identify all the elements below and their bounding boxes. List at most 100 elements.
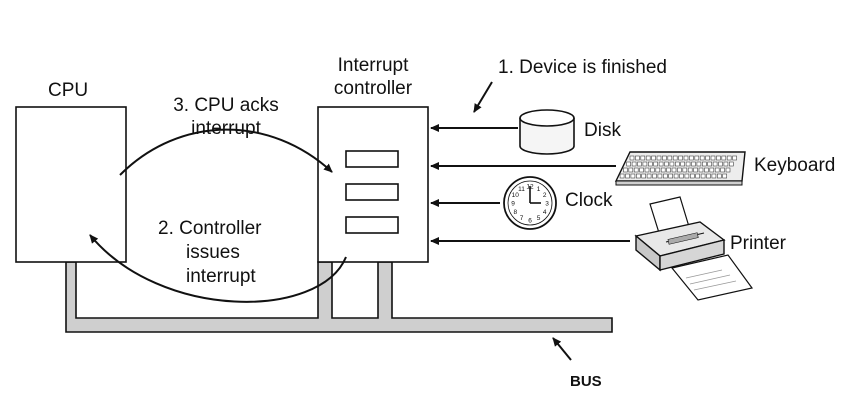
step3-label-line1: 3. CPU acks: [173, 95, 279, 116]
keyboard-key: [623, 167, 628, 173]
keyboard-key: [651, 155, 656, 161]
keyboard-key: [714, 167, 720, 173]
keyboard-key: [640, 155, 646, 161]
clock-numeral: 11: [518, 186, 525, 193]
keyboard-key: [631, 161, 637, 167]
keyboard-key: [647, 161, 653, 167]
keyboard-icon: [614, 151, 746, 186]
cpu-box: [15, 106, 127, 263]
keyboard-key: [698, 167, 704, 173]
disk-label: Disk: [584, 120, 621, 141]
keyboard-key: [652, 173, 657, 179]
clock-numeral: 2: [543, 192, 547, 199]
clock-numeral: 6: [528, 218, 532, 225]
step3-label-line2: interrupt: [191, 118, 261, 139]
printer-icon: [634, 196, 754, 301]
keyboard-key: [671, 167, 677, 173]
keyboard-key: [687, 167, 693, 173]
keyboard-key: [726, 155, 732, 161]
keyboard-key: [705, 155, 710, 161]
clock-numeral: 10: [512, 192, 520, 199]
keyboard-key: [699, 155, 705, 161]
keyboard-key: [635, 155, 640, 161]
keyboard-label: Keyboard: [754, 155, 836, 176]
printer-label: Printer: [730, 233, 786, 254]
keyboard-key: [644, 167, 650, 173]
keyboard-key: [710, 155, 716, 161]
keyboard-key: [712, 161, 718, 167]
keyboard-key: [707, 161, 713, 167]
keyboard-key: [689, 155, 694, 161]
keyboard-key: [694, 155, 700, 161]
keyboard-key: [658, 161, 664, 167]
keyboard-key: [716, 173, 722, 179]
keyboard-key: [664, 161, 669, 167]
keyboard-key: [637, 161, 642, 167]
keyboard-key: [704, 167, 709, 173]
device-finished-arrow: [473, 81, 493, 113]
clock-numeral: 5: [537, 215, 541, 222]
keyboard-key: [656, 155, 662, 161]
keyboard-key: [645, 155, 651, 161]
controller-label-line1: Interrupt: [337, 55, 409, 76]
keyboard-key: [709, 167, 715, 173]
keyboard-key: [680, 161, 686, 167]
keyboard-key: [701, 161, 707, 167]
keyboard-key: [630, 173, 636, 179]
keyboard-key: [716, 155, 721, 161]
keyboard-key: [695, 173, 701, 179]
keyboard-key: [679, 173, 684, 179]
keyboard-key: [711, 173, 717, 179]
clock-icon: 121234567891011: [503, 176, 557, 230]
keyboard-key: [673, 173, 679, 179]
keyboard-key: [718, 161, 723, 167]
disk-icon: [519, 109, 575, 155]
clock-label: Clock: [565, 190, 613, 211]
cpu-label: CPU: [48, 80, 89, 101]
bus-pointer-arrow: [552, 337, 572, 361]
keyboard-key: [696, 161, 702, 167]
keyboard-key: [633, 167, 639, 173]
keyboard-key: [706, 173, 711, 179]
keyboard-key: [689, 173, 695, 179]
keyboard-key: [666, 167, 671, 173]
keyboard-key: [700, 173, 706, 179]
bus: [65, 261, 613, 333]
keyboard-key: [691, 161, 696, 167]
step2-label-line2: issues: [186, 242, 240, 263]
controller-issues-arrow: [89, 234, 347, 303]
keyboard-key: [657, 173, 663, 179]
keyboard-key: [682, 167, 688, 173]
keyboard-key: [669, 161, 675, 167]
keyboard-key: [628, 167, 634, 173]
keyboard-key: [677, 167, 682, 173]
controller-slot-2: [345, 183, 399, 201]
bus-label: BUS: [570, 373, 602, 390]
keyboard-key: [732, 155, 737, 161]
keyboard-key: [625, 173, 630, 179]
keyboard-key: [693, 167, 698, 173]
controller-label-line2: controller: [333, 78, 413, 99]
keyboard-key: [642, 161, 648, 167]
keyboard-key: [721, 155, 727, 161]
keyboard-key: [723, 161, 729, 167]
controller-slot-3: [345, 216, 399, 234]
keyboard-key: [655, 167, 661, 173]
keyboard-key: [683, 155, 689, 161]
keyboard-key: [653, 161, 659, 167]
clock-numeral: 7: [520, 215, 524, 222]
keyboard-key: [722, 173, 728, 179]
keyboard-key: [728, 161, 734, 167]
keyboard-key: [619, 173, 625, 179]
clock-numeral: 4: [543, 209, 547, 216]
step2-label-line1: 2. Controller: [158, 218, 262, 239]
keyboard-key: [674, 161, 680, 167]
keyboard-key: [684, 173, 690, 179]
step2-label-line3: interrupt: [186, 266, 256, 287]
keyboard-key: [667, 155, 673, 161]
keyboard-key: [626, 161, 632, 167]
clock-numeral: 1: [537, 186, 541, 193]
clock-numeral: 9: [511, 201, 515, 208]
keyboard-key: [672, 155, 678, 161]
